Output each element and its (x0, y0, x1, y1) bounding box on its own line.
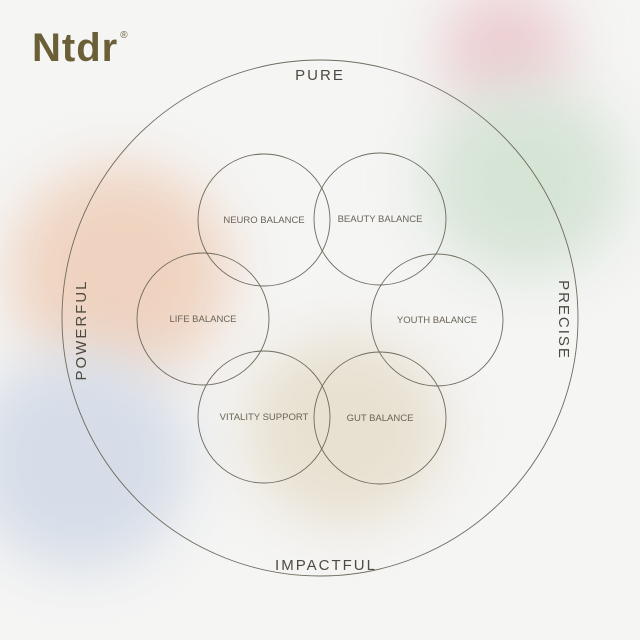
beige-blob (245, 335, 445, 525)
brand-name: Ntdr (32, 26, 119, 70)
brand-logo: Ntdr® (32, 26, 129, 71)
balance-label: LIFE BALANCE (169, 314, 236, 325)
balance-circle (136, 252, 270, 386)
label-top: PURE (295, 67, 345, 84)
balance-circle (313, 351, 447, 485)
balance-circle (197, 153, 331, 287)
green-blob (425, 85, 625, 275)
balance-label: YOUTH BALANCE (397, 315, 477, 326)
registered-mark: ® (120, 30, 129, 41)
label-left: POWERFUL (73, 279, 90, 380)
outer-circle (61, 59, 579, 577)
balance-label: BEAUTY BALANCE (338, 214, 423, 225)
balance-label: GUT BALANCE (347, 413, 414, 424)
balance-circle (197, 350, 331, 484)
blue-blob (0, 350, 190, 570)
label-bottom: IMPACTFUL (275, 557, 377, 574)
balance-circle (370, 253, 504, 387)
label-right: PRECISE (555, 280, 572, 360)
balance-circle (313, 152, 447, 286)
balance-label: NEURO BALANCE (223, 215, 304, 226)
orange-blob (10, 165, 230, 380)
balance-label: VITALITY SUPPORT (220, 412, 309, 423)
